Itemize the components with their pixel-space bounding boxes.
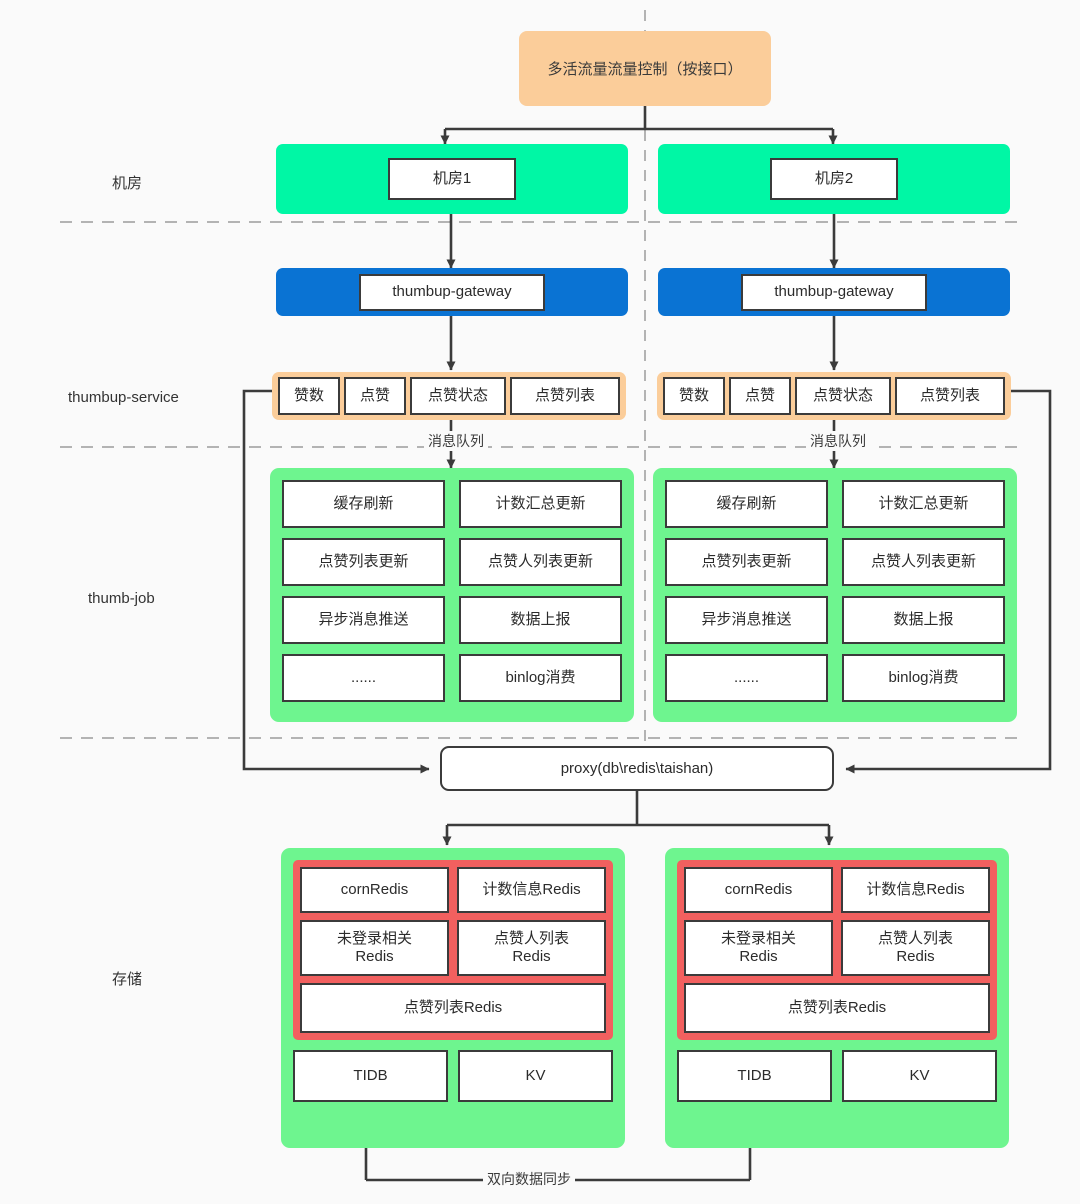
edge-label-mq-left: 消息队列 <box>424 431 488 451</box>
db-row-right: TIDB KV <box>677 1050 997 1102</box>
job-panel-right: 缓存刷新 计数汇总更新 点赞列表更新 点赞人列表更新 异步消息推送 数据上报 .… <box>653 468 1017 722</box>
service-cell-status-left[interactable]: 点赞状态 <box>410 377 506 415</box>
job-cell-list-update-right[interactable]: 点赞列表更新 <box>665 538 828 586</box>
service-strip-left: 赞数 点赞 点赞状态 点赞列表 <box>272 372 626 420</box>
service-cell-list-right[interactable]: 点赞列表 <box>895 377 1005 415</box>
traffic-control-box[interactable]: 多活流量流量控制（按接口） <box>519 31 771 106</box>
row-label-idc: 机房 <box>112 175 143 192</box>
edge-label-mq-right: 消息队列 <box>806 431 870 451</box>
job-cell-binlog-left[interactable]: binlog消费 <box>459 654 622 702</box>
job-cell-async-push-left[interactable]: 异步消息推送 <box>282 596 445 644</box>
service-cell-status-right[interactable]: 点赞状态 <box>795 377 891 415</box>
job-cell-binlog-right[interactable]: binlog消费 <box>842 654 1005 702</box>
redis-thumb-list-left[interactable]: 点赞列表Redis <box>300 983 606 1033</box>
db-row-left: TIDB KV <box>293 1050 613 1102</box>
redis-row-1-left: cornRedis 计数信息Redis <box>300 867 606 913</box>
job-cell-list-update-left[interactable]: 点赞列表更新 <box>282 538 445 586</box>
job-cell-cache-refresh-left[interactable]: 缓存刷新 <box>282 480 445 528</box>
job-cell-ellipsis-right[interactable]: ...... <box>665 654 828 702</box>
job-cell-cache-refresh-right[interactable]: 缓存刷新 <box>665 480 828 528</box>
redis-row-3-right: 点赞列表Redis <box>684 983 990 1033</box>
job-cell-count-rollup-left[interactable]: 计数汇总更新 <box>459 480 622 528</box>
idc-band-left: 机房1 <box>276 144 628 214</box>
job-cell-user-list-update-left[interactable]: 点赞人列表更新 <box>459 538 622 586</box>
idc-box-1[interactable]: 机房1 <box>388 158 516 200</box>
job-panel-left: 缓存刷新 计数汇总更新 点赞列表更新 点赞人列表更新 异步消息推送 数据上报 .… <box>270 468 634 722</box>
job-cell-data-report-right[interactable]: 数据上报 <box>842 596 1005 644</box>
service-strip-right: 赞数 点赞 点赞状态 点赞列表 <box>657 372 1011 420</box>
gateway-box-right[interactable]: thumbup-gateway <box>741 273 927 311</box>
job-cell-async-push-right[interactable]: 异步消息推送 <box>665 596 828 644</box>
job-cell-ellipsis-left[interactable]: ...... <box>282 654 445 702</box>
redis-corn-right[interactable]: cornRedis <box>684 867 833 913</box>
service-cell-list-left[interactable]: 点赞列表 <box>510 377 620 415</box>
service-cell-dianzan-right[interactable]: 点赞 <box>729 377 791 415</box>
job-cell-data-report-left[interactable]: 数据上报 <box>459 596 622 644</box>
service-cell-zanshu-left[interactable]: 赞数 <box>278 377 340 415</box>
row-label-job: thumb-job <box>88 590 155 607</box>
redis-count-right[interactable]: 计数信息Redis <box>841 867 990 913</box>
service-cell-dianzan-left[interactable]: 点赞 <box>344 377 406 415</box>
redis-count-left[interactable]: 计数信息Redis <box>457 867 606 913</box>
db-kv-right[interactable]: KV <box>842 1050 997 1102</box>
db-kv-left[interactable]: KV <box>458 1050 613 1102</box>
service-cell-zanshu-right[interactable]: 赞数 <box>663 377 725 415</box>
row-label-storage: 存储 <box>112 971 143 988</box>
db-tidb-left[interactable]: TIDB <box>293 1050 448 1102</box>
redis-thumb-list-right[interactable]: 点赞列表Redis <box>684 983 990 1033</box>
gateway-band-left: thumbup-gateway <box>276 268 628 316</box>
gateway-band-right: thumbup-gateway <box>658 268 1010 316</box>
proxy-box[interactable]: proxy(db\redis\taishan) <box>440 746 834 791</box>
redis-row-1-right: cornRedis 计数信息Redis <box>684 867 990 913</box>
job-cell-count-rollup-right[interactable]: 计数汇总更新 <box>842 480 1005 528</box>
row-label-service: thumbup-service <box>68 389 179 406</box>
gateway-box-left[interactable]: thumbup-gateway <box>359 273 545 311</box>
job-cell-user-list-update-right[interactable]: 点赞人列表更新 <box>842 538 1005 586</box>
db-tidb-right[interactable]: TIDB <box>677 1050 832 1102</box>
idc-box-2[interactable]: 机房2 <box>770 158 898 200</box>
redis-row-3-left: 点赞列表Redis <box>300 983 606 1033</box>
idc-band-right: 机房2 <box>658 144 1010 214</box>
redis-corn-left[interactable]: cornRedis <box>300 867 449 913</box>
edge-label-sync: 双向数据同步 <box>483 1169 575 1189</box>
